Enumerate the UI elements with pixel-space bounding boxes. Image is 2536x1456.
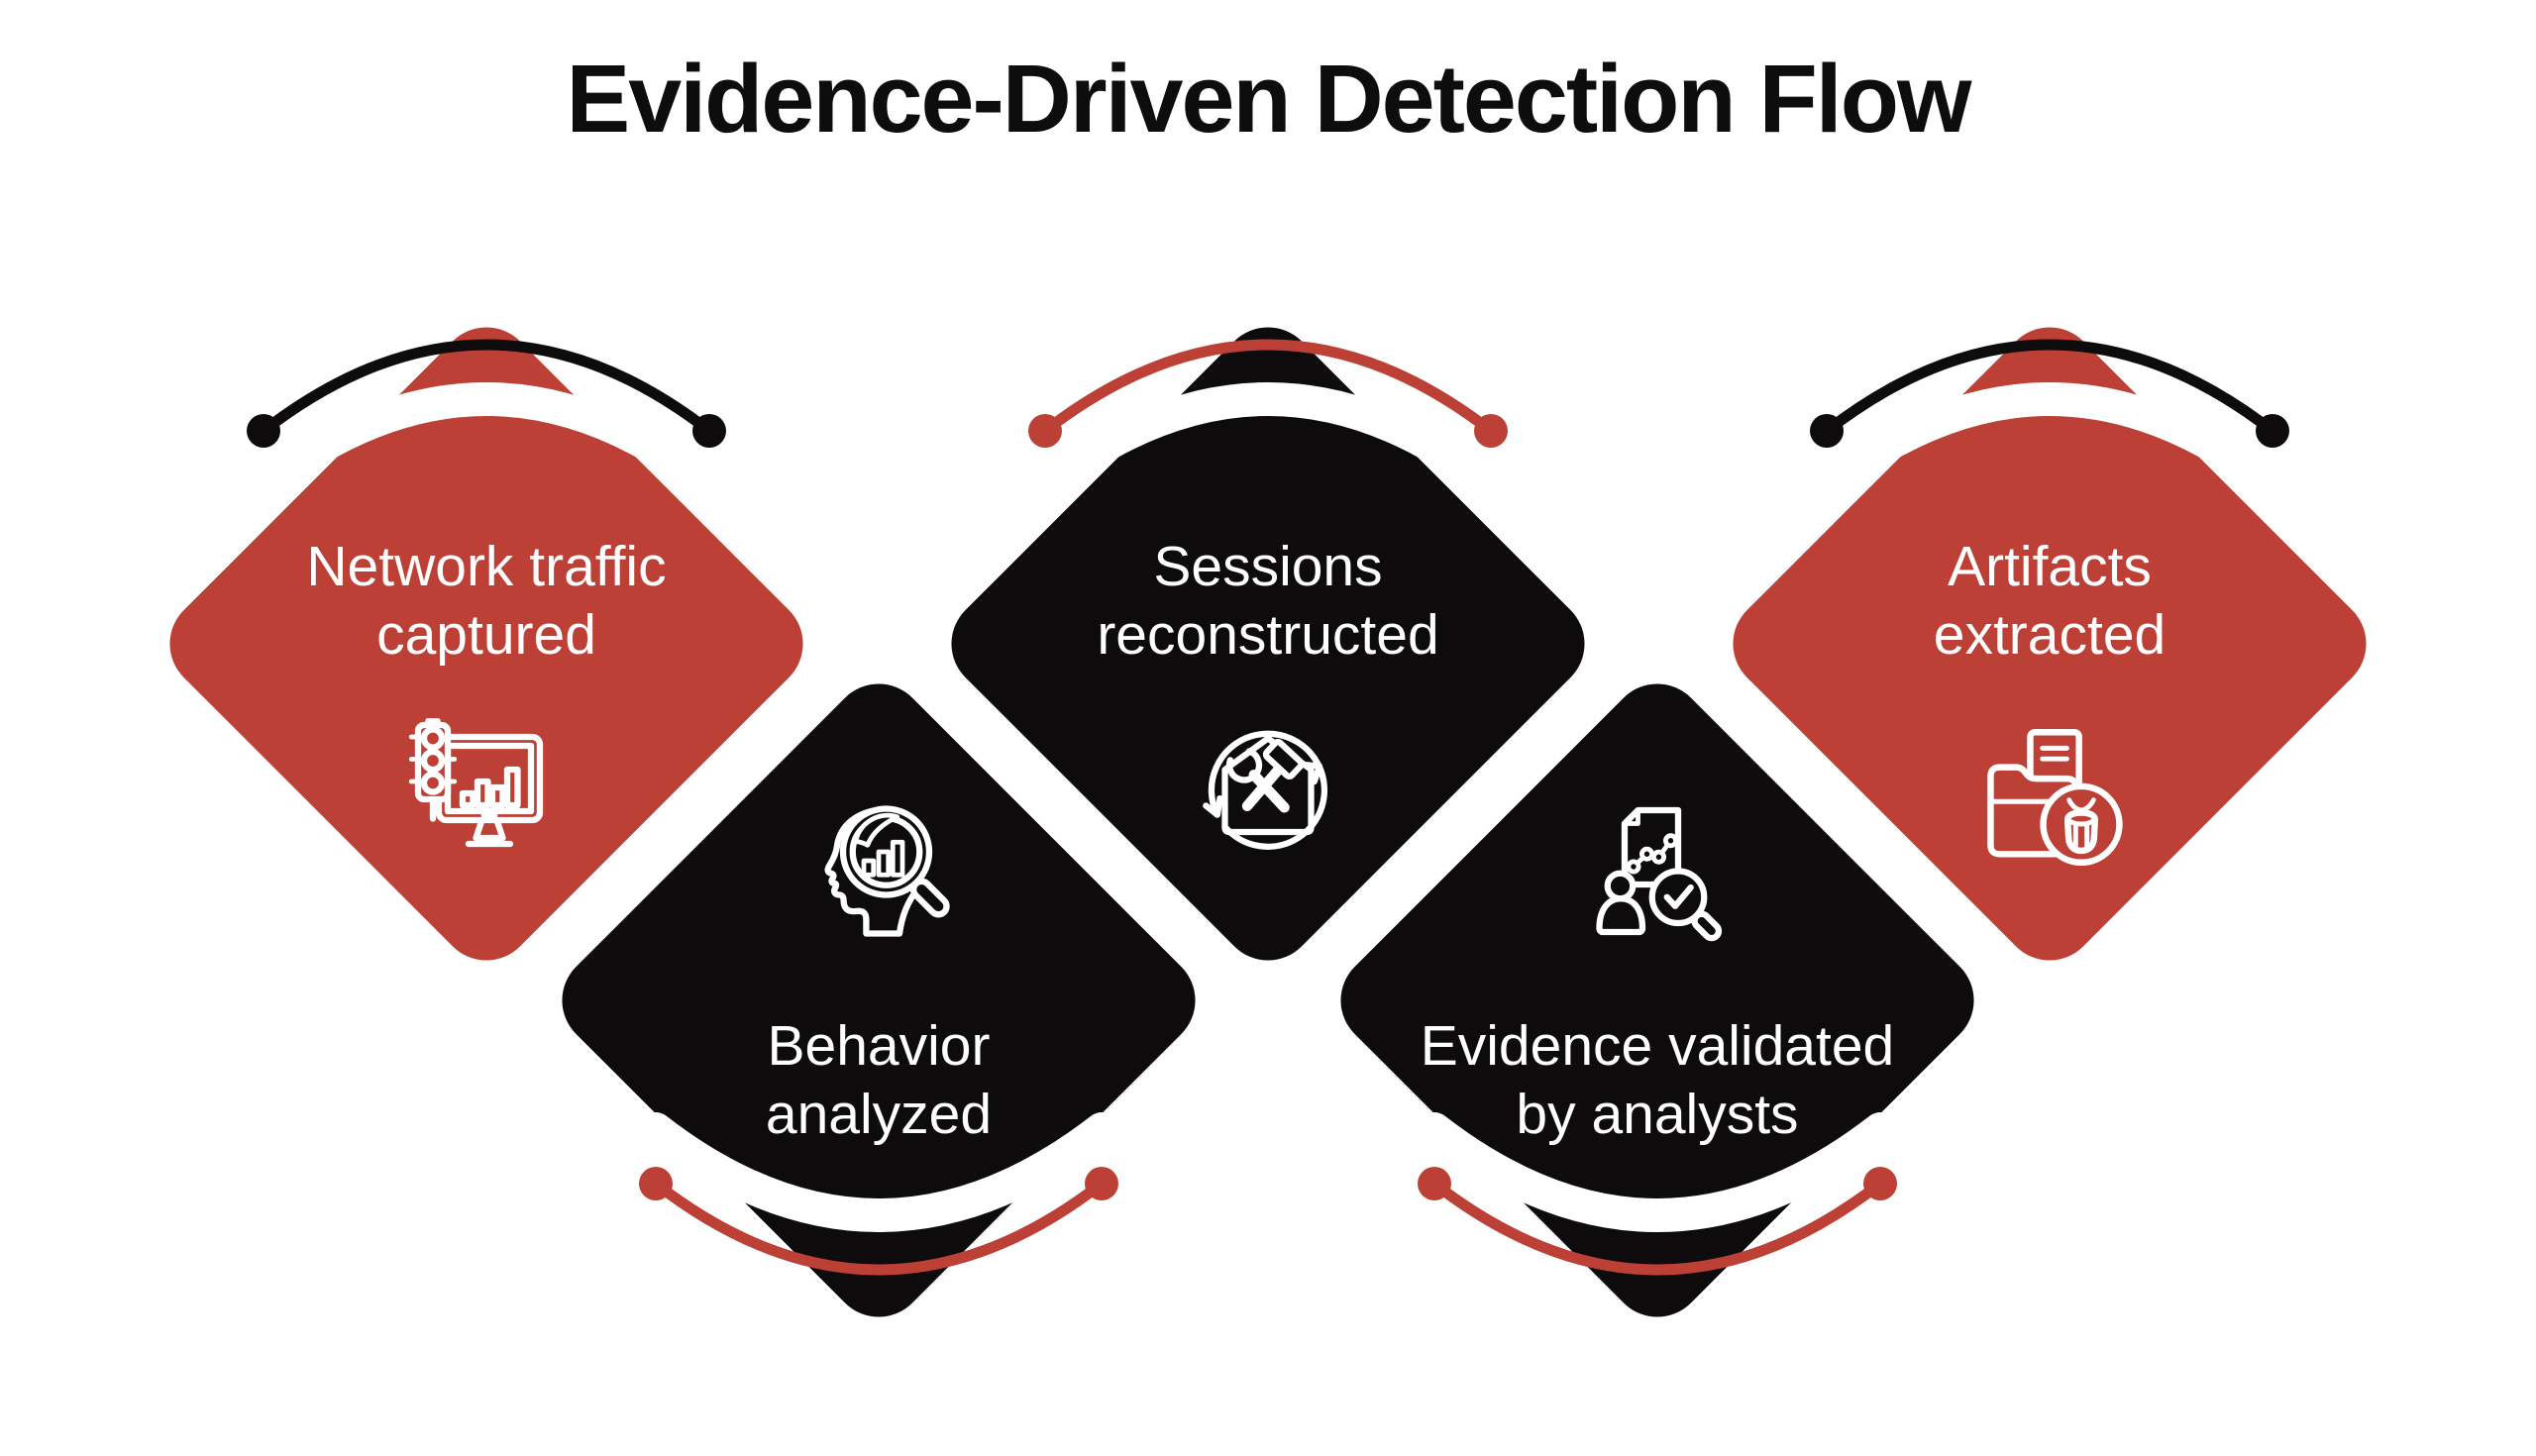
step-label-line: Behavior — [767, 1014, 991, 1078]
folder-malware-bug-icon — [1987, 729, 2123, 866]
house-tools-cycle-icon — [1203, 730, 1328, 850]
arc-endpoint-dot — [1474, 414, 1508, 448]
step-label-line: captured — [376, 603, 596, 667]
arc-connector — [247, 339, 726, 502]
traffic-light-monitor-icon — [408, 718, 544, 848]
step-label-line: Network traffic — [306, 535, 667, 598]
step-label-line: Evidence validated — [1420, 1014, 1895, 1078]
arc-endpoint-dot — [1418, 1167, 1451, 1200]
arc-connector — [1810, 339, 2289, 502]
arc-connector — [1418, 1112, 1897, 1276]
arc-endpoint-dot — [247, 414, 280, 448]
arc-endpoint-dot — [692, 414, 726, 448]
arc-endpoint-dot — [639, 1167, 673, 1200]
arc-connector — [639, 1112, 1118, 1276]
arc-endpoint-dot — [1028, 414, 1062, 448]
step-label-line: analyzed — [765, 1083, 993, 1146]
step-label: Sessions reconstructed — [961, 533, 1575, 670]
analyst-report-check-icon — [1596, 806, 1723, 942]
page-title: Evidence-Driven Detection Flow — [566, 45, 1972, 153]
step-label: Artifacts extracted — [1743, 533, 2357, 670]
step-label-line: extracted — [1933, 603, 2166, 667]
head-analysis-magnifier-icon — [824, 805, 950, 937]
step-label: Evidence validated by analysts — [1350, 1012, 1964, 1149]
arc-endpoint-dot — [1863, 1167, 1897, 1200]
arc-endpoint-dot — [2256, 414, 2289, 448]
step-label-line: reconstructed — [1097, 603, 1439, 667]
step-label: Network traffic captured — [179, 533, 793, 670]
step-label-line: by analysts — [1516, 1083, 1799, 1146]
arc-endpoint-dot — [1810, 414, 1844, 448]
step-label-line: Sessions — [1153, 535, 1383, 598]
arc-endpoint-dot — [1085, 1167, 1118, 1200]
arc-connector — [1028, 339, 1508, 502]
step-label: Behavior analyzed — [572, 1012, 1186, 1149]
step-label-line: Artifacts — [1948, 535, 2152, 598]
